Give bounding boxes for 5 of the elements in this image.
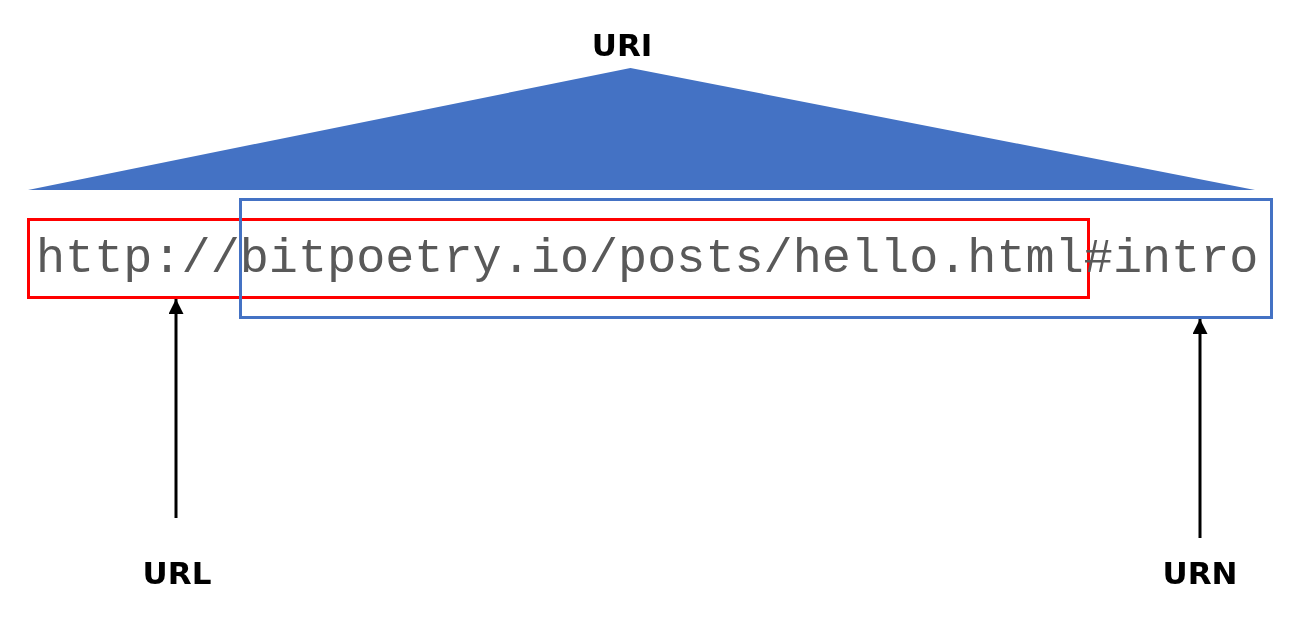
term-label: URL — [141, 554, 213, 593]
term-label: URN — [1161, 554, 1239, 593]
arrow — [1192, 319, 1208, 538]
arrow — [168, 299, 184, 518]
term-label: URI — [591, 28, 653, 62]
